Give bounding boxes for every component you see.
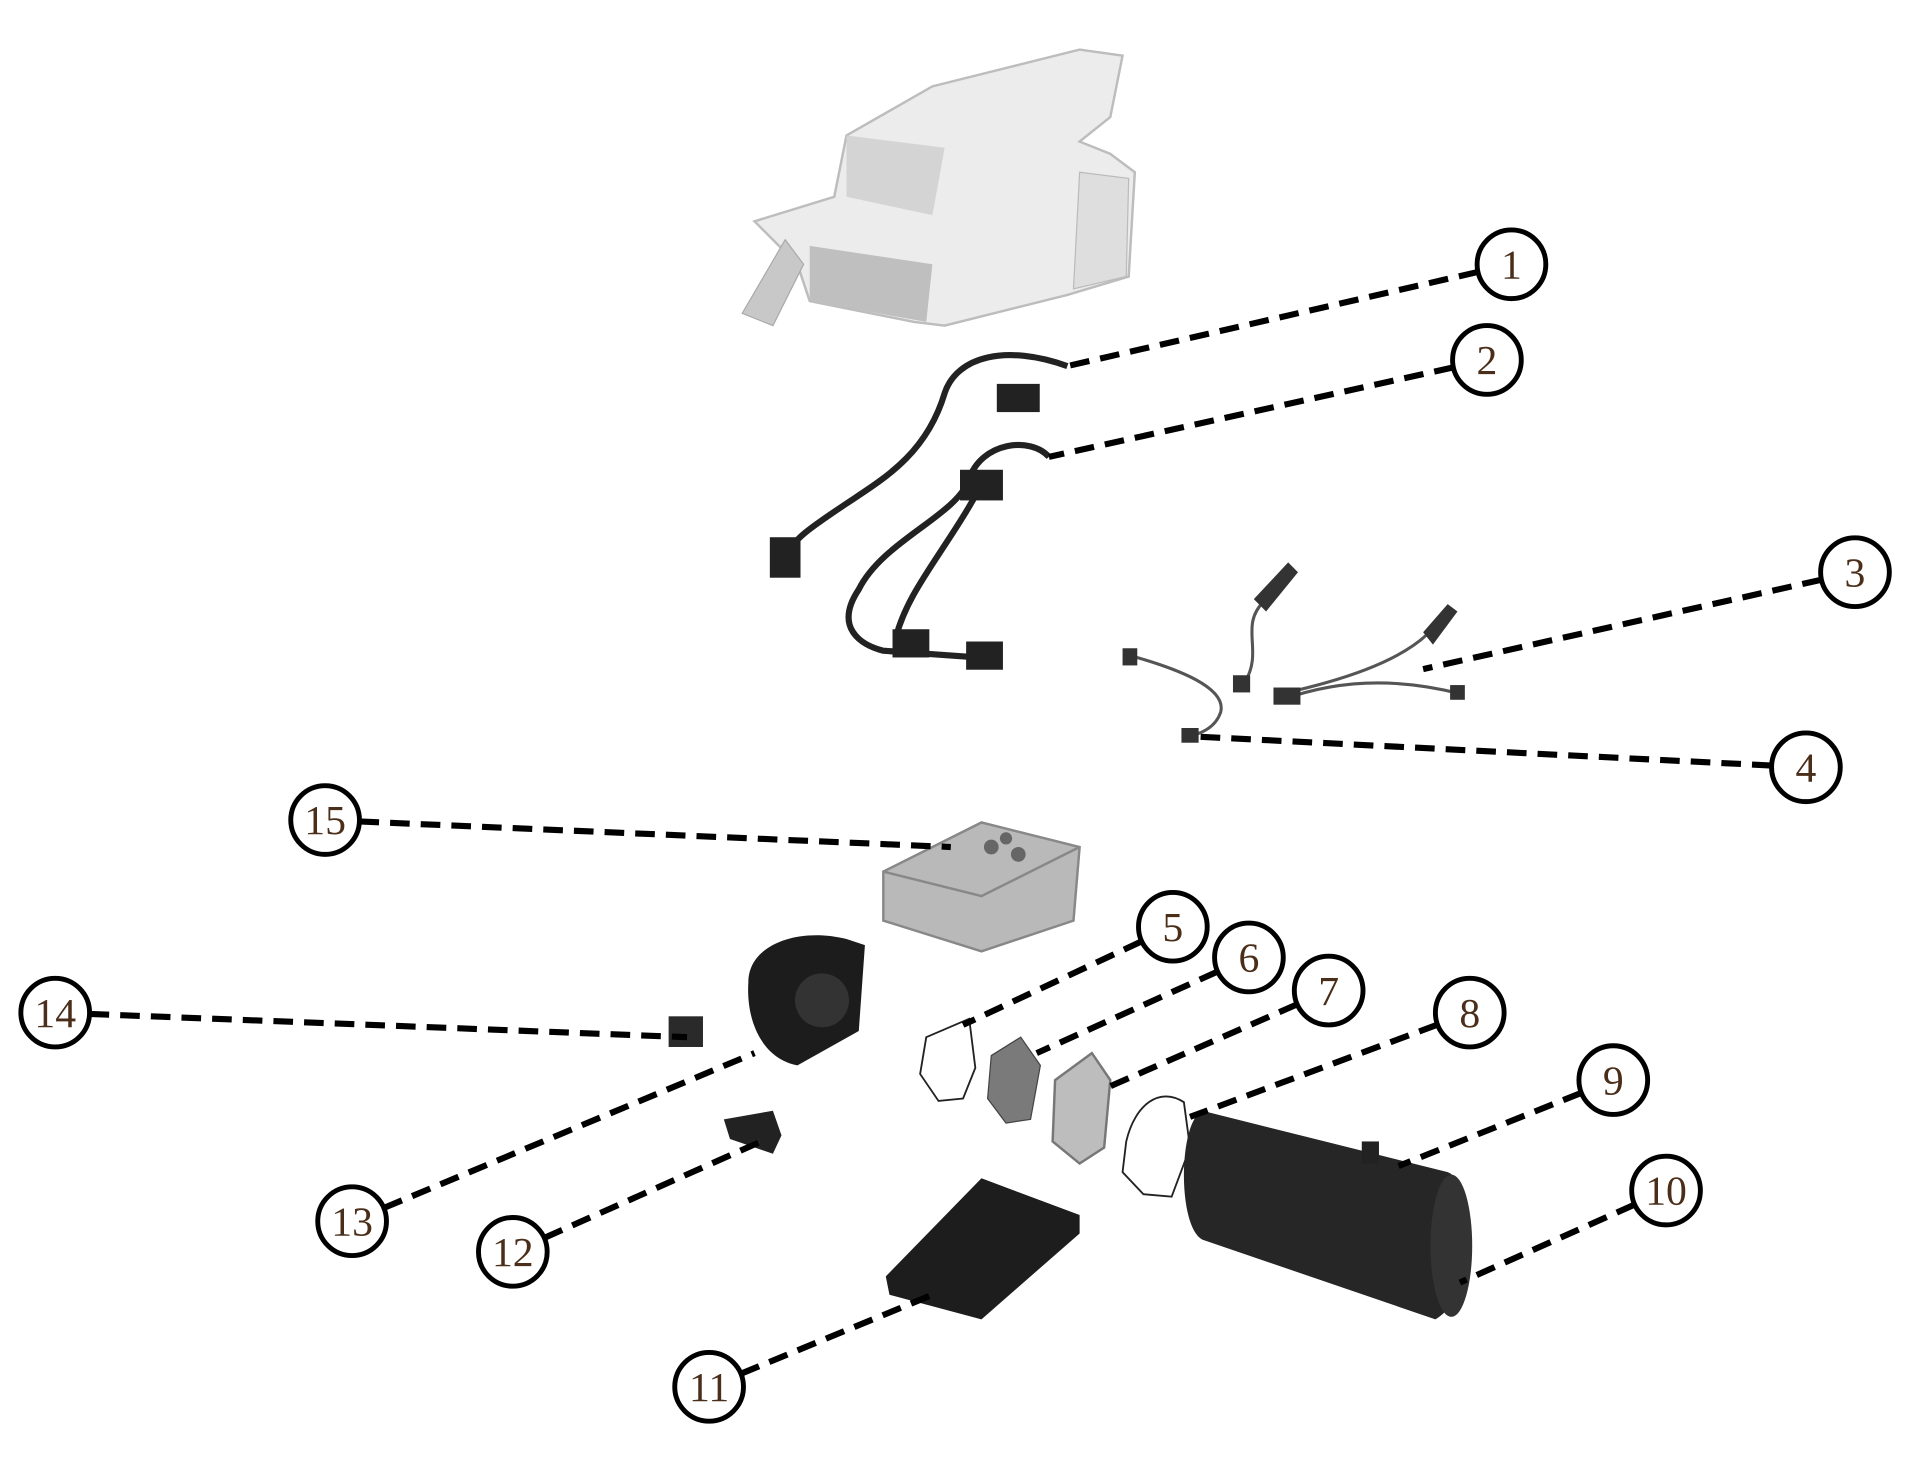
callout-number: 3 [1845,550,1866,596]
leader-line [89,1010,688,1041]
leader-line [1109,1001,1299,1090]
callout-number: 14 [34,991,76,1037]
seal-part [1121,1095,1191,1198]
callout-number: 8 [1459,991,1480,1037]
callout-9: 9 [1397,1043,1651,1169]
leader-line [739,1291,934,1377]
callout-bubble [1576,1043,1651,1117]
callout-7: 7 [1109,953,1366,1090]
callout-bubble [1629,1153,1703,1228]
leader-line [1196,733,1772,769]
callout-number: 6 [1238,936,1259,982]
callout-10: 10 [1458,1153,1703,1286]
callout-5: 5 [961,889,1210,1028]
callout-4: 4 [1196,730,1843,805]
callout-bubble [288,783,362,857]
callout-number: 10 [1645,1169,1687,1215]
callout-bubble [18,975,93,1050]
top-housing-part [741,48,1137,327]
callout-bubble [1474,227,1549,302]
callout-3: 3 [1422,535,1892,673]
callout-bubble [476,1215,550,1289]
callout-bubble [315,1184,389,1258]
callout-bubble [1769,730,1843,805]
leader-line [961,938,1144,1028]
callout-bubble [1291,953,1366,1028]
callout-bubble [1450,323,1524,397]
callout-12: 12 [476,1136,769,1289]
callout-13: 13 [315,1050,756,1258]
callout-number: 2 [1476,338,1497,384]
leader-line [1458,1201,1636,1286]
callout-2: 2 [1048,323,1524,460]
blower-part [748,935,865,1066]
callout-number: 11 [689,1365,729,1411]
callout-number: 1 [1501,242,1522,288]
callout-bubble [1212,920,1286,995]
small-bracket-part [668,1016,703,1047]
callout-number: 9 [1603,1058,1624,1104]
sensor-cable-part [1122,562,1465,743]
mounting-plate-part [1051,1051,1112,1166]
callout-15: 15 [288,783,951,857]
callout-number: 7 [1318,969,1339,1015]
callout-number: 4 [1795,745,1816,791]
callout-bubble [1432,975,1507,1050]
wiring-harness-part [769,352,1069,670]
callout-8: 8 [1188,975,1507,1120]
leader-line [359,818,951,851]
callout-bubble [1136,889,1210,964]
leader-line [542,1136,769,1241]
battery-tray-part [885,1178,1080,1320]
leader-line [1422,576,1823,673]
callout-1: 1 [1066,227,1549,370]
callout-bubble [672,1350,746,1424]
callout-number: 13 [331,1199,373,1245]
callout-6: 6 [1035,920,1286,1056]
callout-number: 15 [304,798,346,844]
leader-line [1048,364,1455,460]
leader-line [1188,1021,1439,1120]
controller-module-part [882,821,1081,953]
gasket-part [919,1017,977,1102]
callout-11: 11 [672,1291,934,1424]
leader-line [382,1050,756,1211]
callout-bubble [1818,535,1892,610]
leader-line [1397,1090,1583,1169]
leader-line [1066,268,1479,370]
callout-14: 14 [18,975,688,1050]
circuit-board-part [986,1036,1042,1124]
callout-number: 5 [1162,905,1183,951]
callout-number: 12 [492,1230,534,1276]
motor-part [1183,1110,1473,1320]
leader-line [1035,968,1219,1056]
clip-part [723,1110,782,1154]
